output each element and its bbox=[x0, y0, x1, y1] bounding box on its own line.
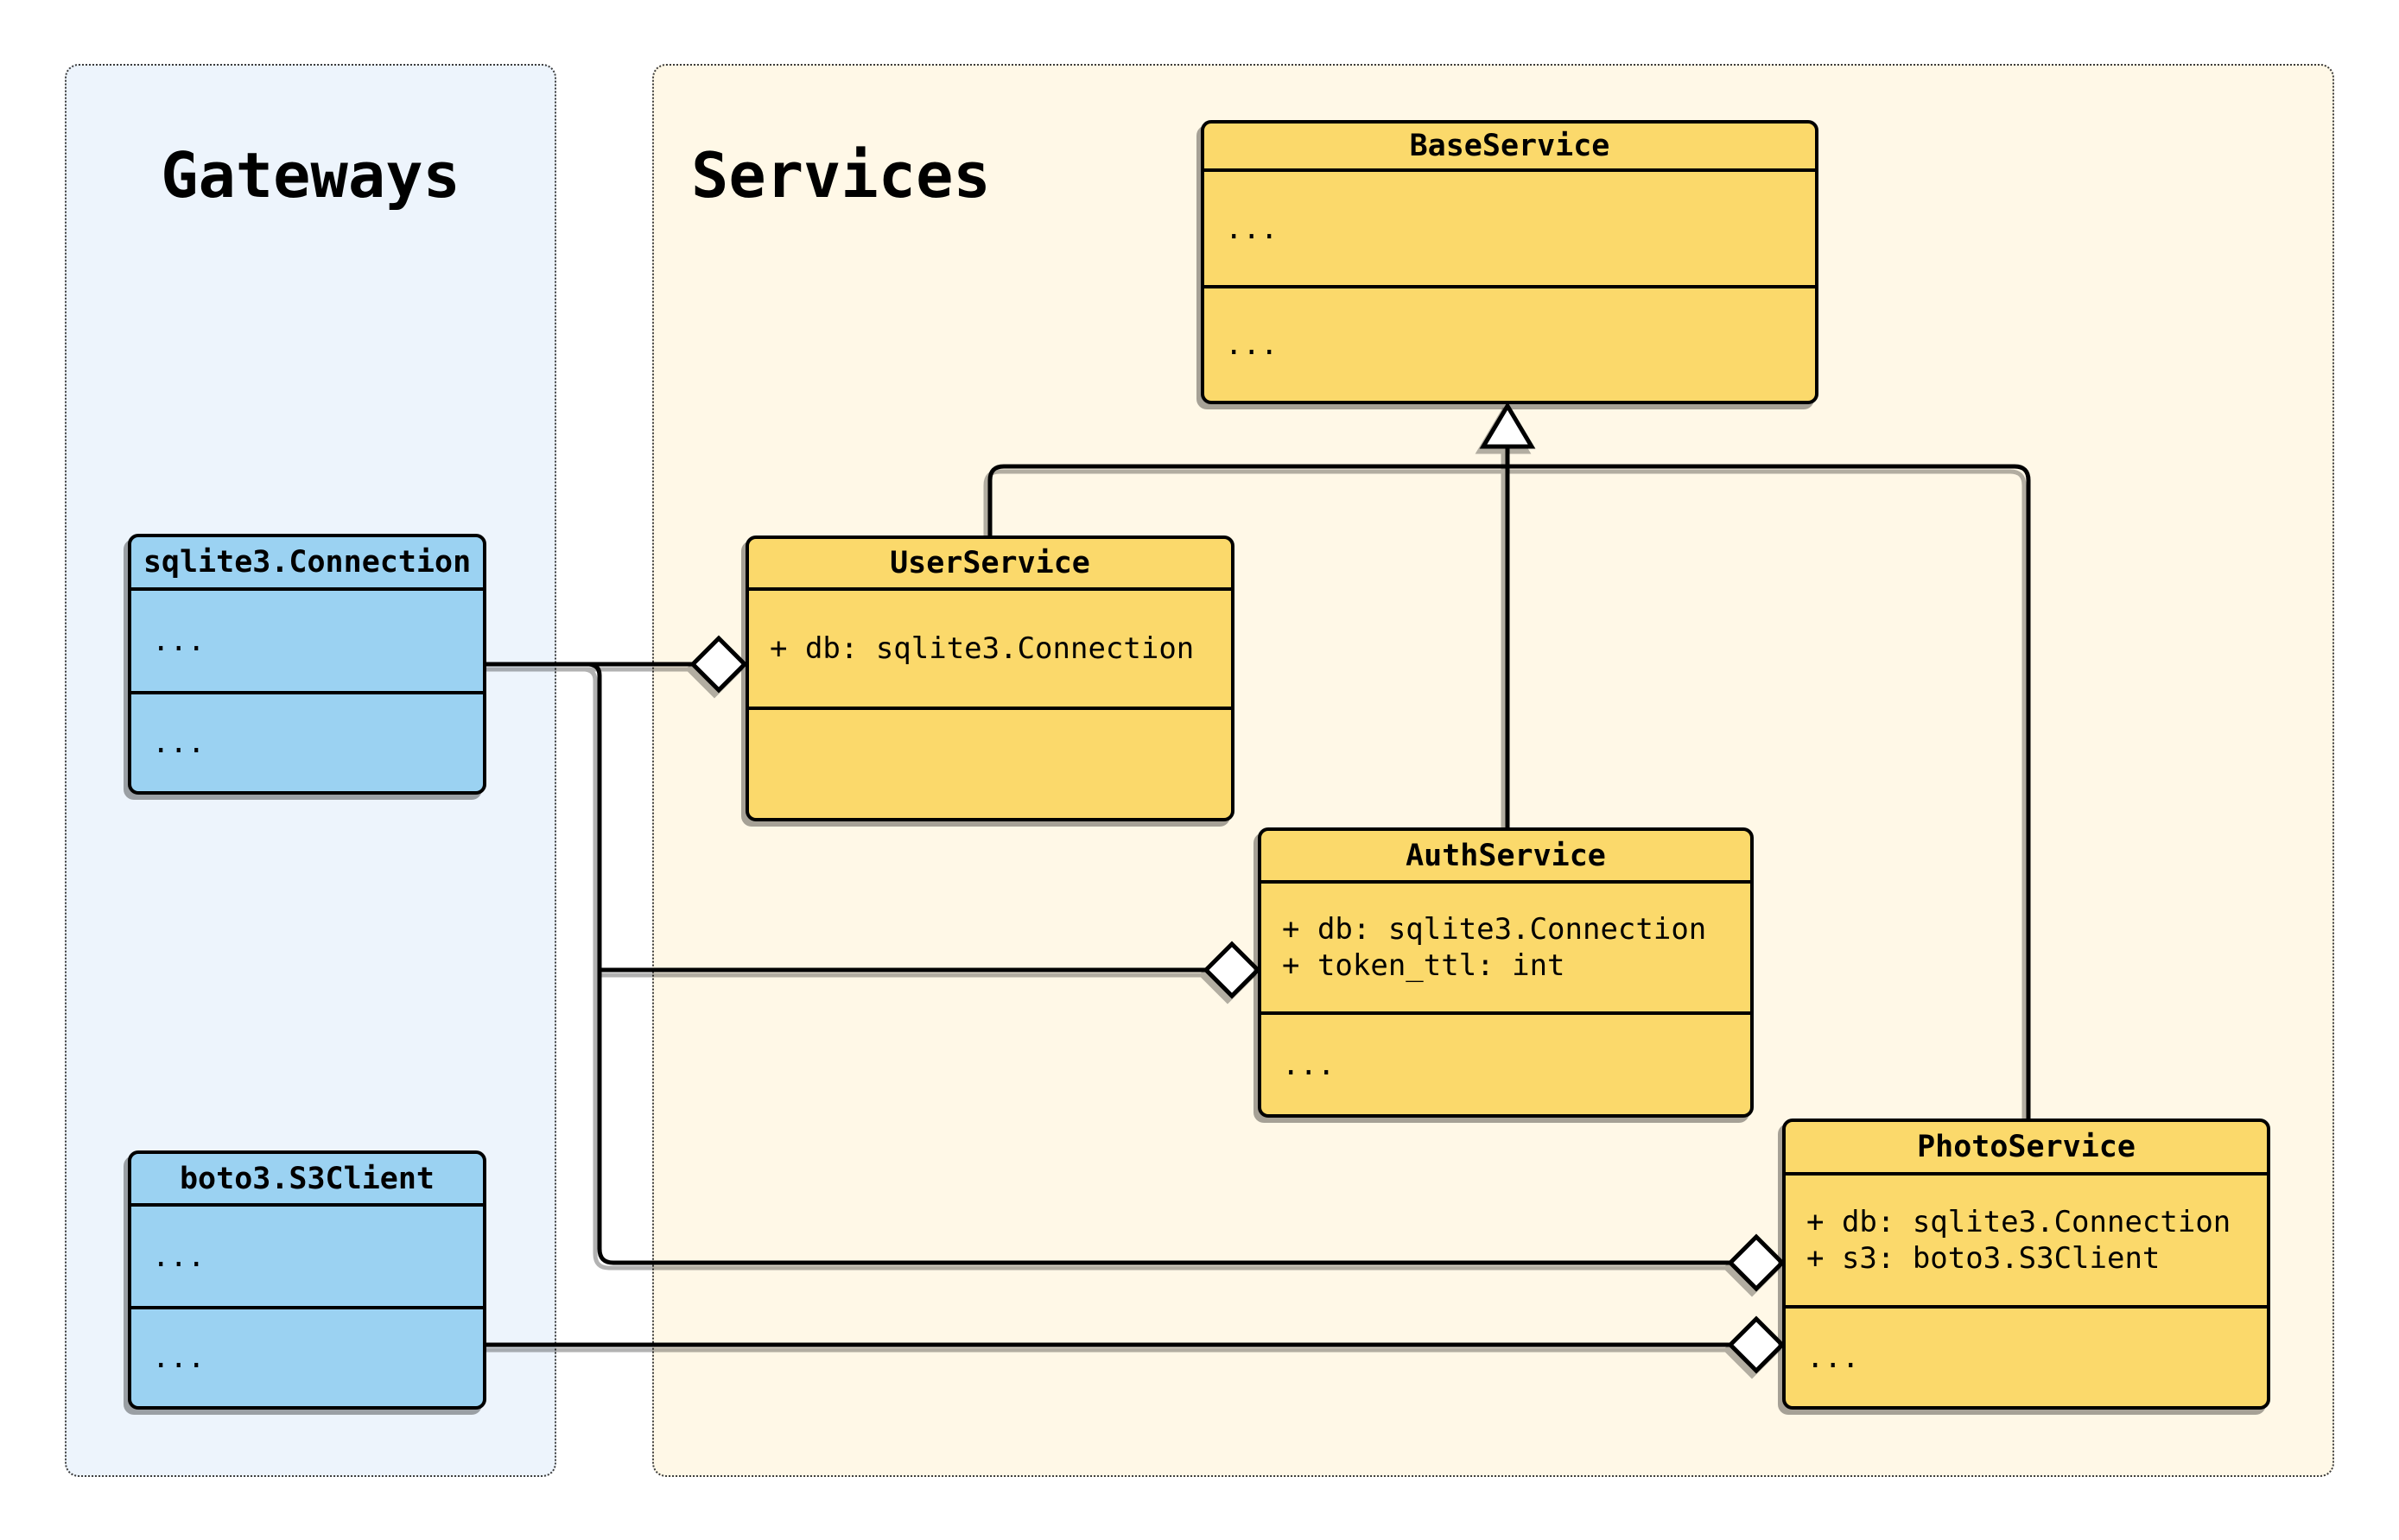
attribute-line: ... bbox=[152, 624, 206, 658]
attribute-line: + db: sqlite3.Connection bbox=[770, 631, 1195, 666]
attribute-line: + token_ttl: int bbox=[1282, 948, 1565, 983]
class-sqlite3-connection-attributes: ... bbox=[131, 591, 483, 694]
class-userservice: UserService + db: sqlite3.Connection bbox=[746, 536, 1234, 821]
class-userservice-methods bbox=[749, 710, 1231, 818]
class-boto3-s3client-methods: ... bbox=[131, 1309, 483, 1406]
class-authservice-attributes: + db: sqlite3.Connection + token_ttl: in… bbox=[1261, 884, 1750, 1015]
class-sqlite3-connection-methods: ... bbox=[131, 694, 483, 791]
class-baseservice-methods: ... bbox=[1204, 288, 1815, 401]
method-line: ... bbox=[1806, 1340, 1860, 1375]
class-photoservice-methods: ... bbox=[1786, 1309, 2267, 1406]
attribute-line: ... bbox=[152, 1239, 206, 1274]
class-authservice-methods: ... bbox=[1261, 1015, 1750, 1114]
class-authservice: AuthService + db: sqlite3.Connection + t… bbox=[1258, 827, 1754, 1118]
class-authservice-name: AuthService bbox=[1261, 831, 1750, 884]
class-userservice-name: UserService bbox=[749, 539, 1231, 591]
class-sqlite3-connection-name: sqlite3.Connection bbox=[131, 537, 483, 591]
class-photoservice-name: PhotoService bbox=[1786, 1122, 2267, 1176]
class-boto3-s3client-name: boto3.S3Client bbox=[131, 1154, 483, 1207]
class-sqlite3-connection: sqlite3.Connection ... ... bbox=[128, 534, 486, 795]
class-baseservice-name: BaseService bbox=[1204, 124, 1815, 172]
class-boto3-s3client-attributes: ... bbox=[131, 1207, 483, 1309]
class-photoservice-attributes: + db: sqlite3.Connection + s3: boto3.S3C… bbox=[1786, 1176, 2267, 1309]
class-photoservice: PhotoService + db: sqlite3.Connection + … bbox=[1782, 1119, 2270, 1410]
attribute-line: ... bbox=[1225, 211, 1279, 246]
method-line: ... bbox=[152, 726, 206, 760]
class-baseservice: BaseService ... ... bbox=[1201, 120, 1818, 404]
attribute-line: + s3: boto3.S3Client bbox=[1806, 1241, 2161, 1276]
attribute-line: + db: sqlite3.Connection bbox=[1806, 1205, 2231, 1239]
class-userservice-attributes: + db: sqlite3.Connection bbox=[749, 591, 1231, 710]
group-gateways-title: Gateways bbox=[161, 139, 460, 212]
group-services-title: Services bbox=[691, 139, 991, 212]
method-line: ... bbox=[152, 1340, 206, 1375]
method-line: ... bbox=[1225, 327, 1279, 362]
method-line: ... bbox=[1282, 1047, 1336, 1082]
class-baseservice-attributes: ... bbox=[1204, 172, 1815, 288]
attribute-line: + db: sqlite3.Connection bbox=[1282, 912, 1707, 947]
class-boto3-s3client: boto3.S3Client ... ... bbox=[128, 1150, 486, 1410]
